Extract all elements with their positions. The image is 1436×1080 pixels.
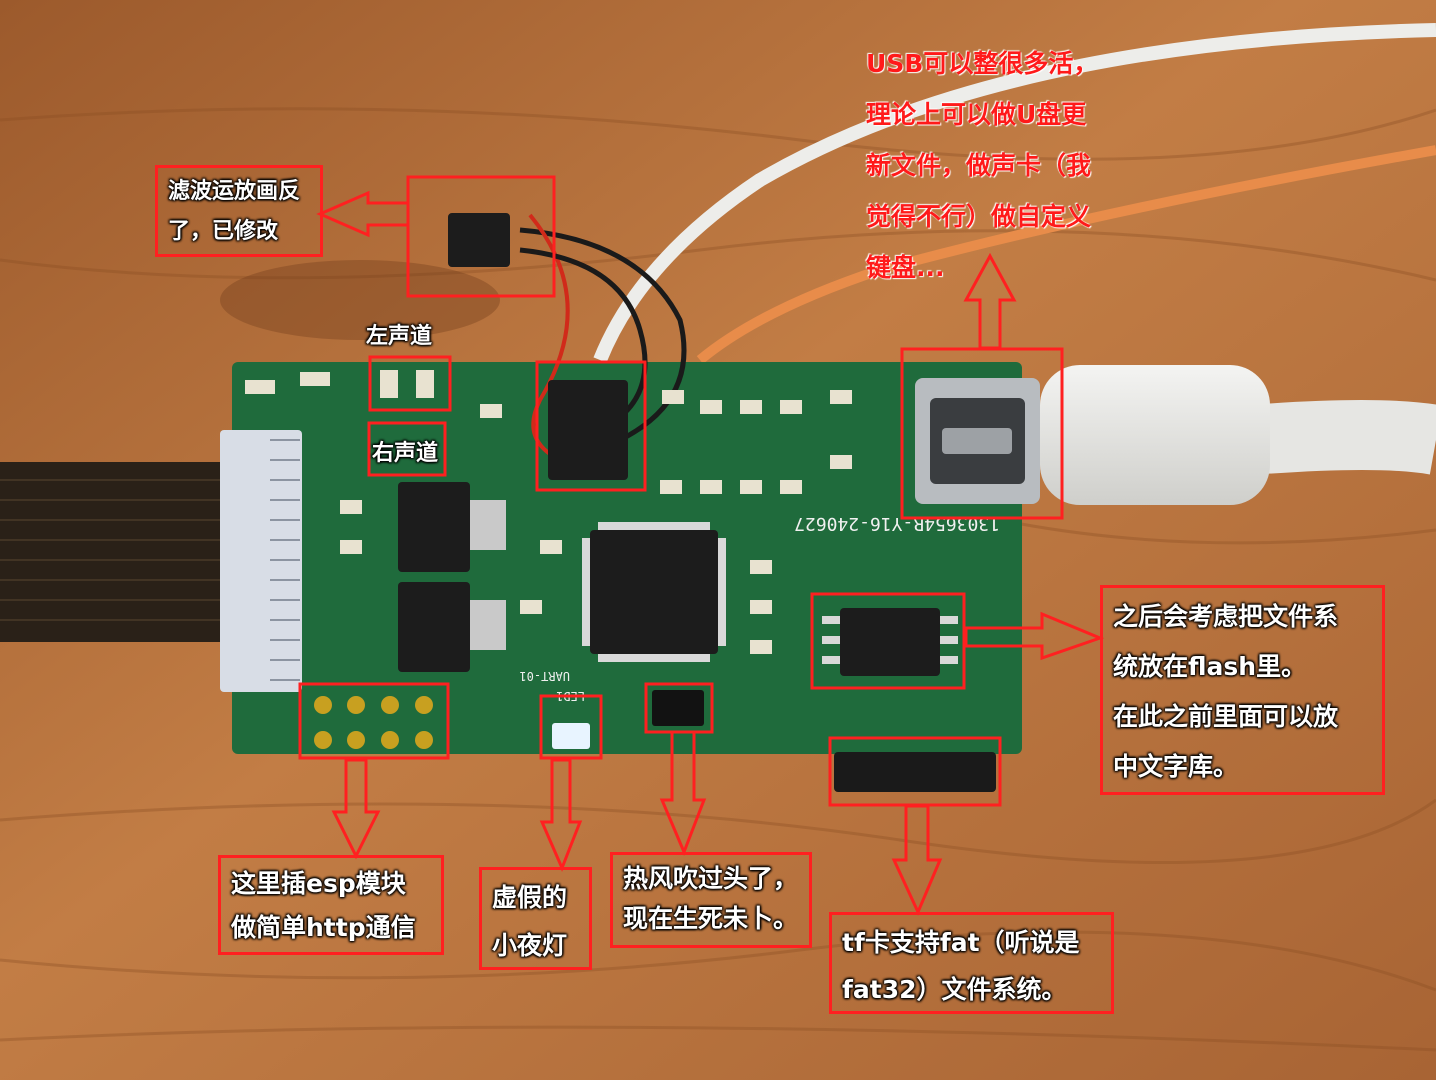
ribbon-cable	[0, 462, 240, 642]
arrow-esp	[331, 758, 381, 860]
annotation-esp-header: 这里插esp模块 做简单http通信	[218, 855, 444, 955]
annotation-right-channel: 右声道	[372, 441, 439, 466]
arrow-usb	[963, 252, 1017, 350]
fpc-connector	[220, 430, 302, 692]
highlight-left-channel	[368, 355, 452, 412]
arrow-tf	[891, 804, 943, 916]
wood-knot	[220, 260, 500, 340]
regulator-1	[398, 482, 470, 572]
annotation-flash: 之后会考虑把文件系 统放在flash里。 在此之前里面可以放 中文字库。	[1100, 585, 1385, 795]
damaged-component	[652, 690, 704, 726]
highlight-led	[539, 694, 603, 760]
regulator-2	[398, 582, 470, 672]
tf-card	[834, 752, 996, 792]
arrow-flash	[964, 611, 1105, 661]
orange-cable	[696, 145, 1436, 364]
annotation-arrows	[316, 190, 1105, 916]
highlight-audio-chip	[535, 360, 647, 492]
highlight-right-channel	[367, 421, 447, 477]
annotation-usb: USB可以整很多活， 理论上可以做U盘更 新文件，做声卡（我 觉得不行）做自定义…	[866, 49, 1099, 282]
arrow-led	[539, 758, 583, 872]
annotation-hot-air: 热风吹过头了， 现在生死未卜。	[610, 852, 812, 948]
audio-chip	[548, 380, 628, 480]
highlight-pin-header	[298, 682, 450, 760]
led	[552, 723, 590, 749]
opamp-chip	[448, 213, 510, 267]
silkscreen-uart: UART-01	[519, 669, 570, 683]
silkscreen-part-number: 1303654R-Y16-240627	[794, 513, 1000, 534]
wood-grain	[0, 107, 1436, 1052]
mcu-chip	[590, 530, 718, 654]
opamp-wires	[519, 227, 687, 443]
highlight-opamp	[406, 175, 556, 298]
annotation-left-channel: 左声道	[366, 324, 433, 349]
arrow-opamp	[316, 190, 410, 238]
annotation-led: 虚假的 小夜灯	[479, 867, 592, 970]
usb-c-plug	[1040, 365, 1270, 505]
arrow-damaged	[659, 730, 707, 857]
usb-c-cable	[1247, 400, 1436, 475]
annotation-filter-opamp: 滤波运放画反 了，已修改	[155, 165, 323, 257]
flash-chip	[840, 608, 940, 676]
highlight-flash	[810, 592, 966, 690]
pin-header	[314, 696, 433, 749]
passives	[245, 370, 852, 654]
annotation-tf-card: tf卡支持fat（听说是 fat32）文件系统。	[829, 912, 1114, 1014]
